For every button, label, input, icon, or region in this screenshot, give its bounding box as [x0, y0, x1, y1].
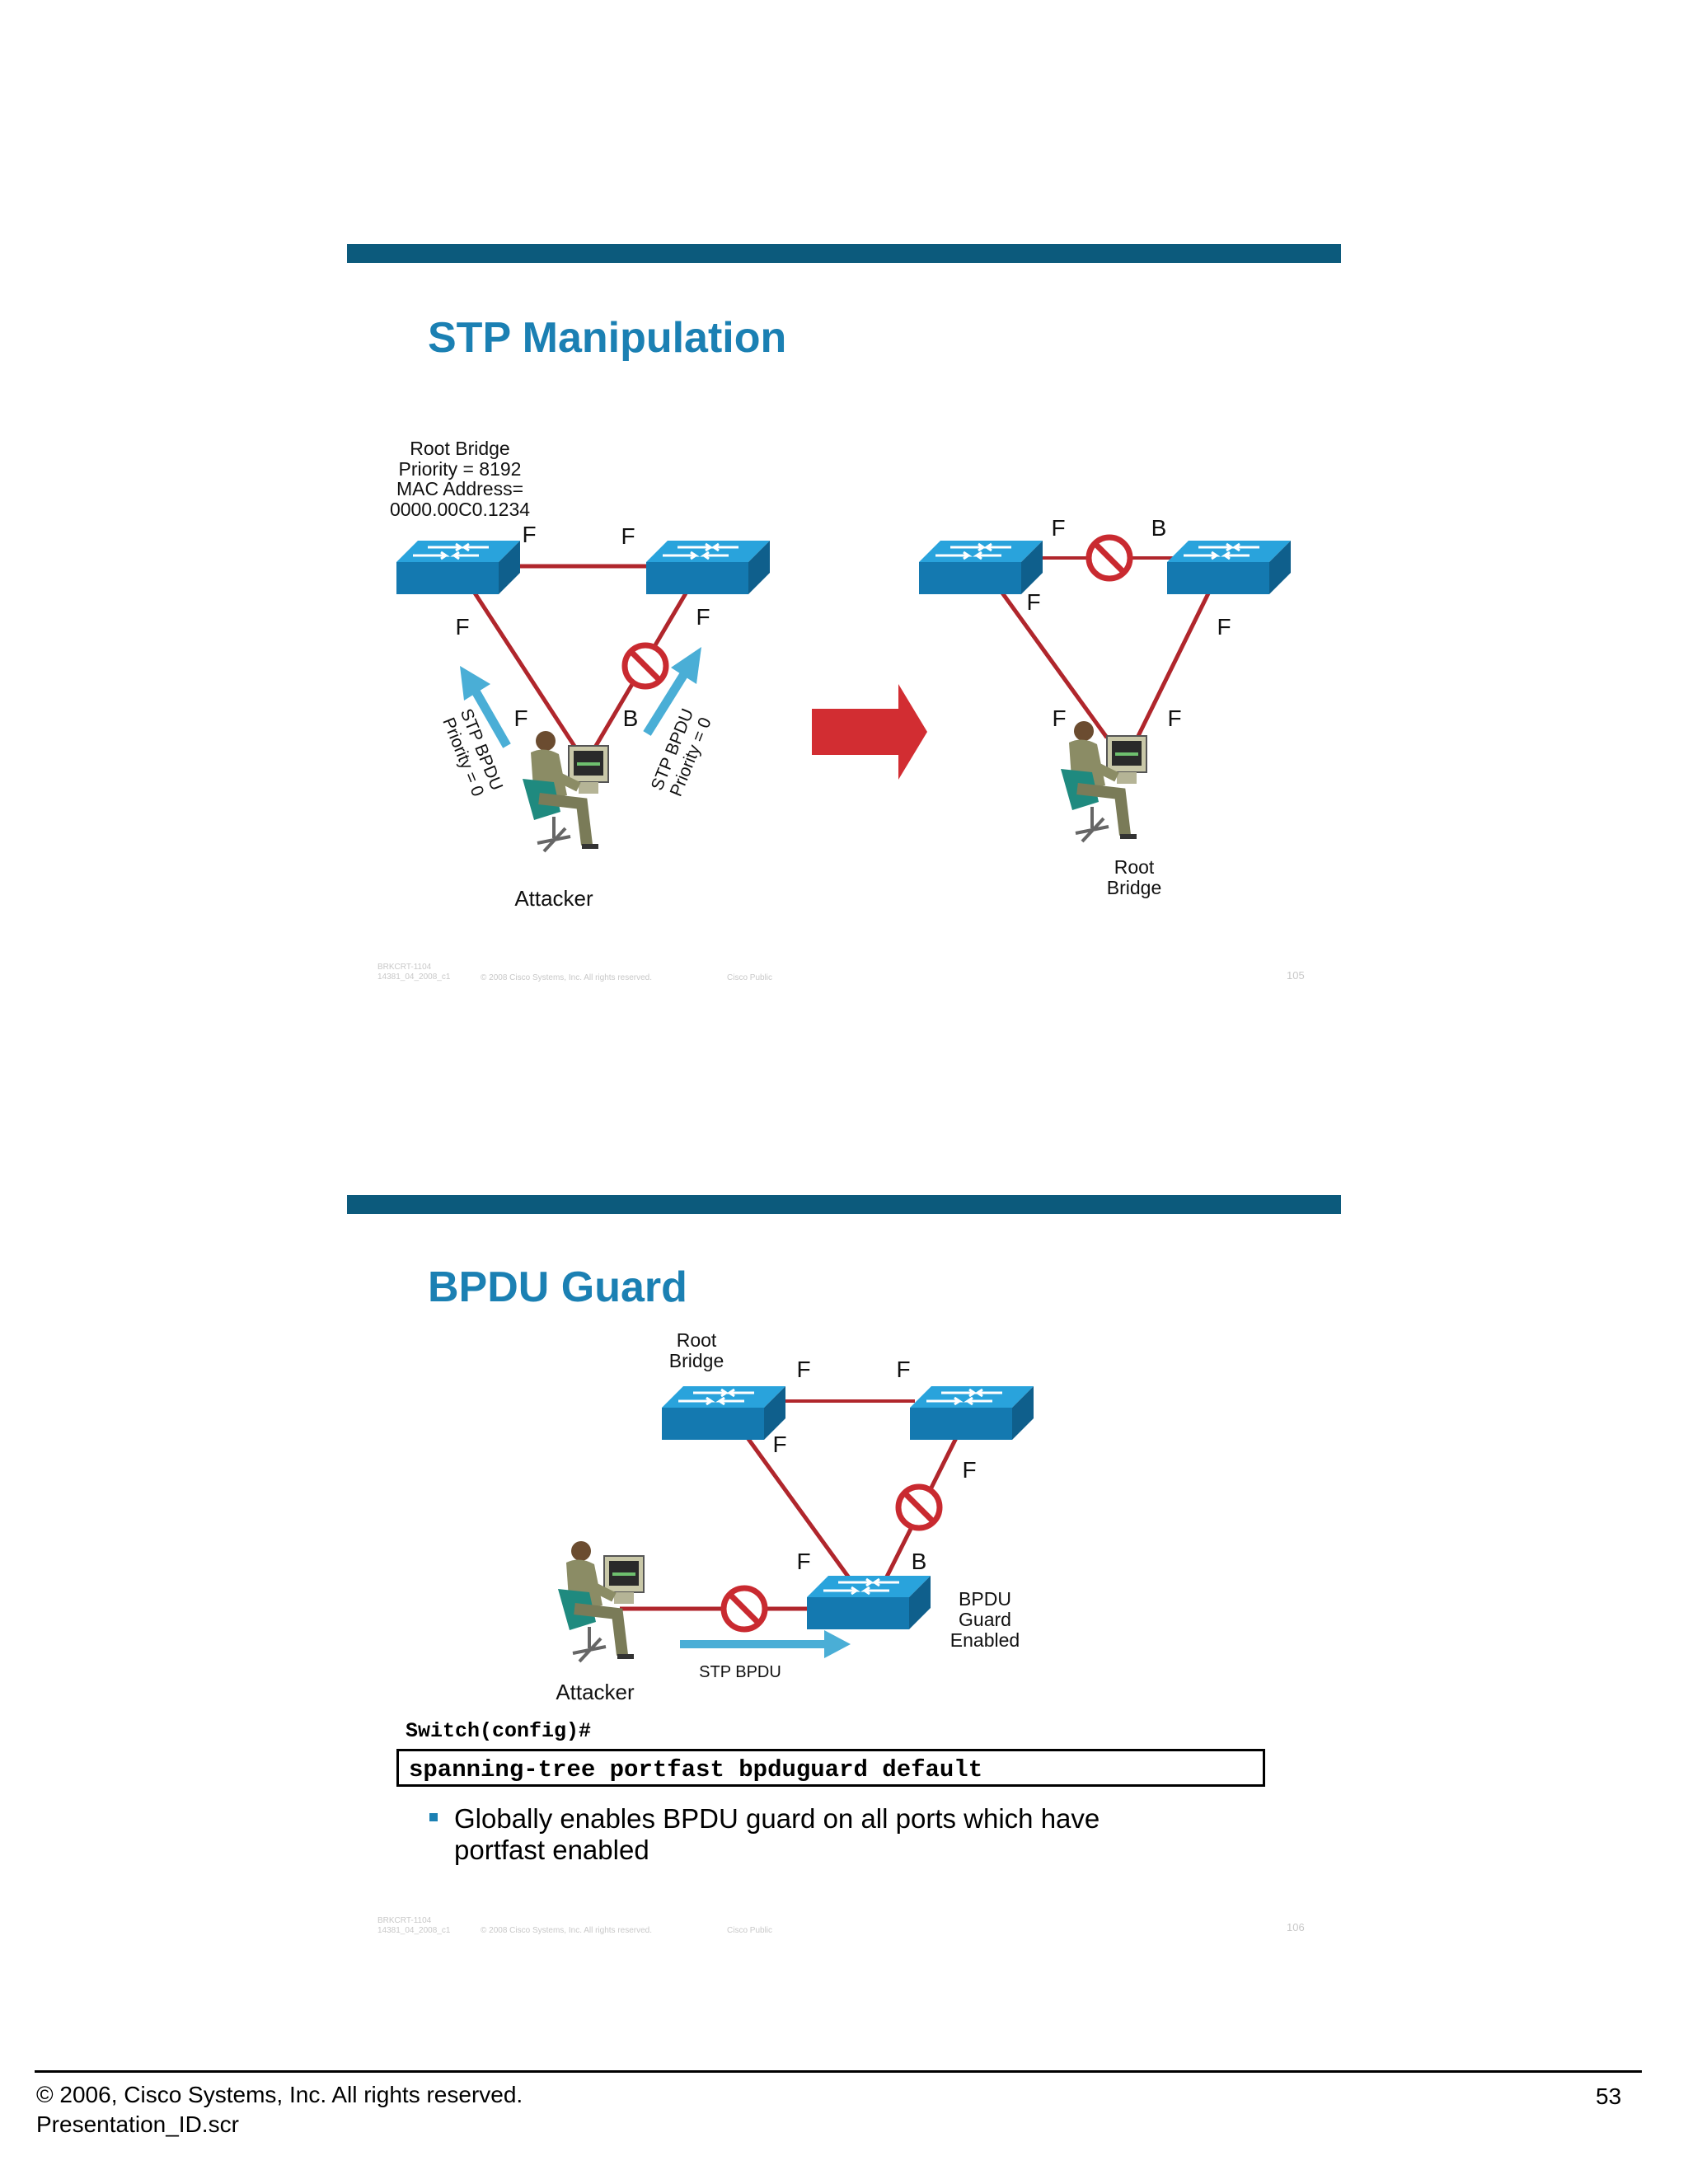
port-label: F: [1217, 614, 1231, 640]
root-bridge-label-right-2: Bridge: [1107, 877, 1161, 898]
attacker-label: Attacker: [556, 1680, 635, 1704]
slide1-title: STP Manipulation: [428, 314, 787, 362]
port-label: F: [1167, 705, 1181, 731]
footer-code-line: 14381_04_2008_c1: [377, 1926, 451, 1935]
stp-bpdu-label: STP BPDU: [699, 1663, 781, 1681]
bpdu-guard-label: BPDU: [959, 1588, 1011, 1610]
bullet-text: Globally enables BPDU guard on all ports…: [454, 1803, 1100, 1865]
footer-code-line: 14381_04_2008_c1: [377, 972, 451, 982]
port-label: F: [455, 614, 469, 640]
root-bridge-label-2: Bridge: [669, 1350, 724, 1371]
slide2-header-bar: [347, 1195, 1341, 1214]
bpdu-guard-label-3: Enabled: [950, 1629, 1020, 1651]
root-bridge-priority: Priority = 8192: [399, 458, 522, 480]
slide1-footer-code: BRKCRT-1104 14381_04_2008_c1: [377, 963, 450, 982]
slide1-footer-copyright: © 2008 Cisco Systems, Inc. All rights re…: [481, 973, 653, 982]
port-label: F: [772, 1432, 786, 1457]
slide2-footer-code: BRKCRT-1104 14381_04_2008_c1: [377, 1916, 450, 1936]
root-bridge-label: Root: [677, 1329, 717, 1351]
page-filename: Presentation_ID.scr: [36, 2111, 239, 2137]
port-label: F: [962, 1457, 976, 1483]
port-label: F: [796, 1549, 810, 1574]
slide2-footer-page: 106: [1287, 1921, 1305, 1933]
attacker-label: Attacker: [514, 886, 593, 911]
port-label: F: [1051, 515, 1065, 541]
port-label: F: [796, 1357, 810, 1382]
page-footer-rule: [35, 2070, 1642, 2073]
bpdu-guard-label-2: Guard: [959, 1609, 1011, 1630]
page-number: 53: [1596, 2083, 1622, 2109]
slide1-diagram: Root Bridge Priority = 8192 MAC Address=…: [390, 438, 1292, 911]
port-label: F: [621, 523, 635, 549]
port-label: F: [1026, 589, 1040, 615]
port-label: B: [1151, 515, 1167, 541]
root-bridge-mac: 0000.00C0.1234: [390, 499, 530, 520]
root-bridge-mac-label: MAC Address=: [396, 478, 523, 499]
root-bridge-label: Root Bridge: [410, 438, 509, 459]
slide2-footer-classification: Cisco Public: [727, 1926, 773, 1935]
footer-code-line: BRKCRT-1104: [377, 1916, 432, 1925]
footer-code-line: BRKCRT-1104: [377, 963, 432, 972]
port-label: B: [623, 705, 639, 731]
port-label: B: [912, 1549, 927, 1574]
slide2-footer-copyright: © 2008 Cisco Systems, Inc. All rights re…: [481, 1926, 653, 1935]
page-copyright: © 2006, Cisco Systems, Inc. All rights r…: [36, 2082, 523, 2107]
slide2-title: BPDU Guard: [428, 1263, 687, 1311]
cli-prompt: Switch(config)#: [406, 1719, 592, 1743]
cli-command: spanning-tree portfast bpduguard default: [409, 1756, 983, 1783]
slide1-footer-classification: Cisco Public: [727, 973, 773, 982]
root-bridge-label-right: Root: [1114, 856, 1155, 878]
port-label: F: [522, 522, 536, 547]
bullet-icon: [429, 1813, 438, 1821]
slide1-footer-page: 105: [1287, 969, 1305, 982]
slide1-header-bar: [347, 244, 1341, 263]
port-label: F: [513, 705, 528, 731]
port-label: F: [896, 1357, 910, 1382]
port-label: F: [696, 604, 710, 630]
cli-command-box: spanning-tree portfast bpduguard default: [396, 1749, 1265, 1787]
port-label: F: [1052, 705, 1066, 731]
